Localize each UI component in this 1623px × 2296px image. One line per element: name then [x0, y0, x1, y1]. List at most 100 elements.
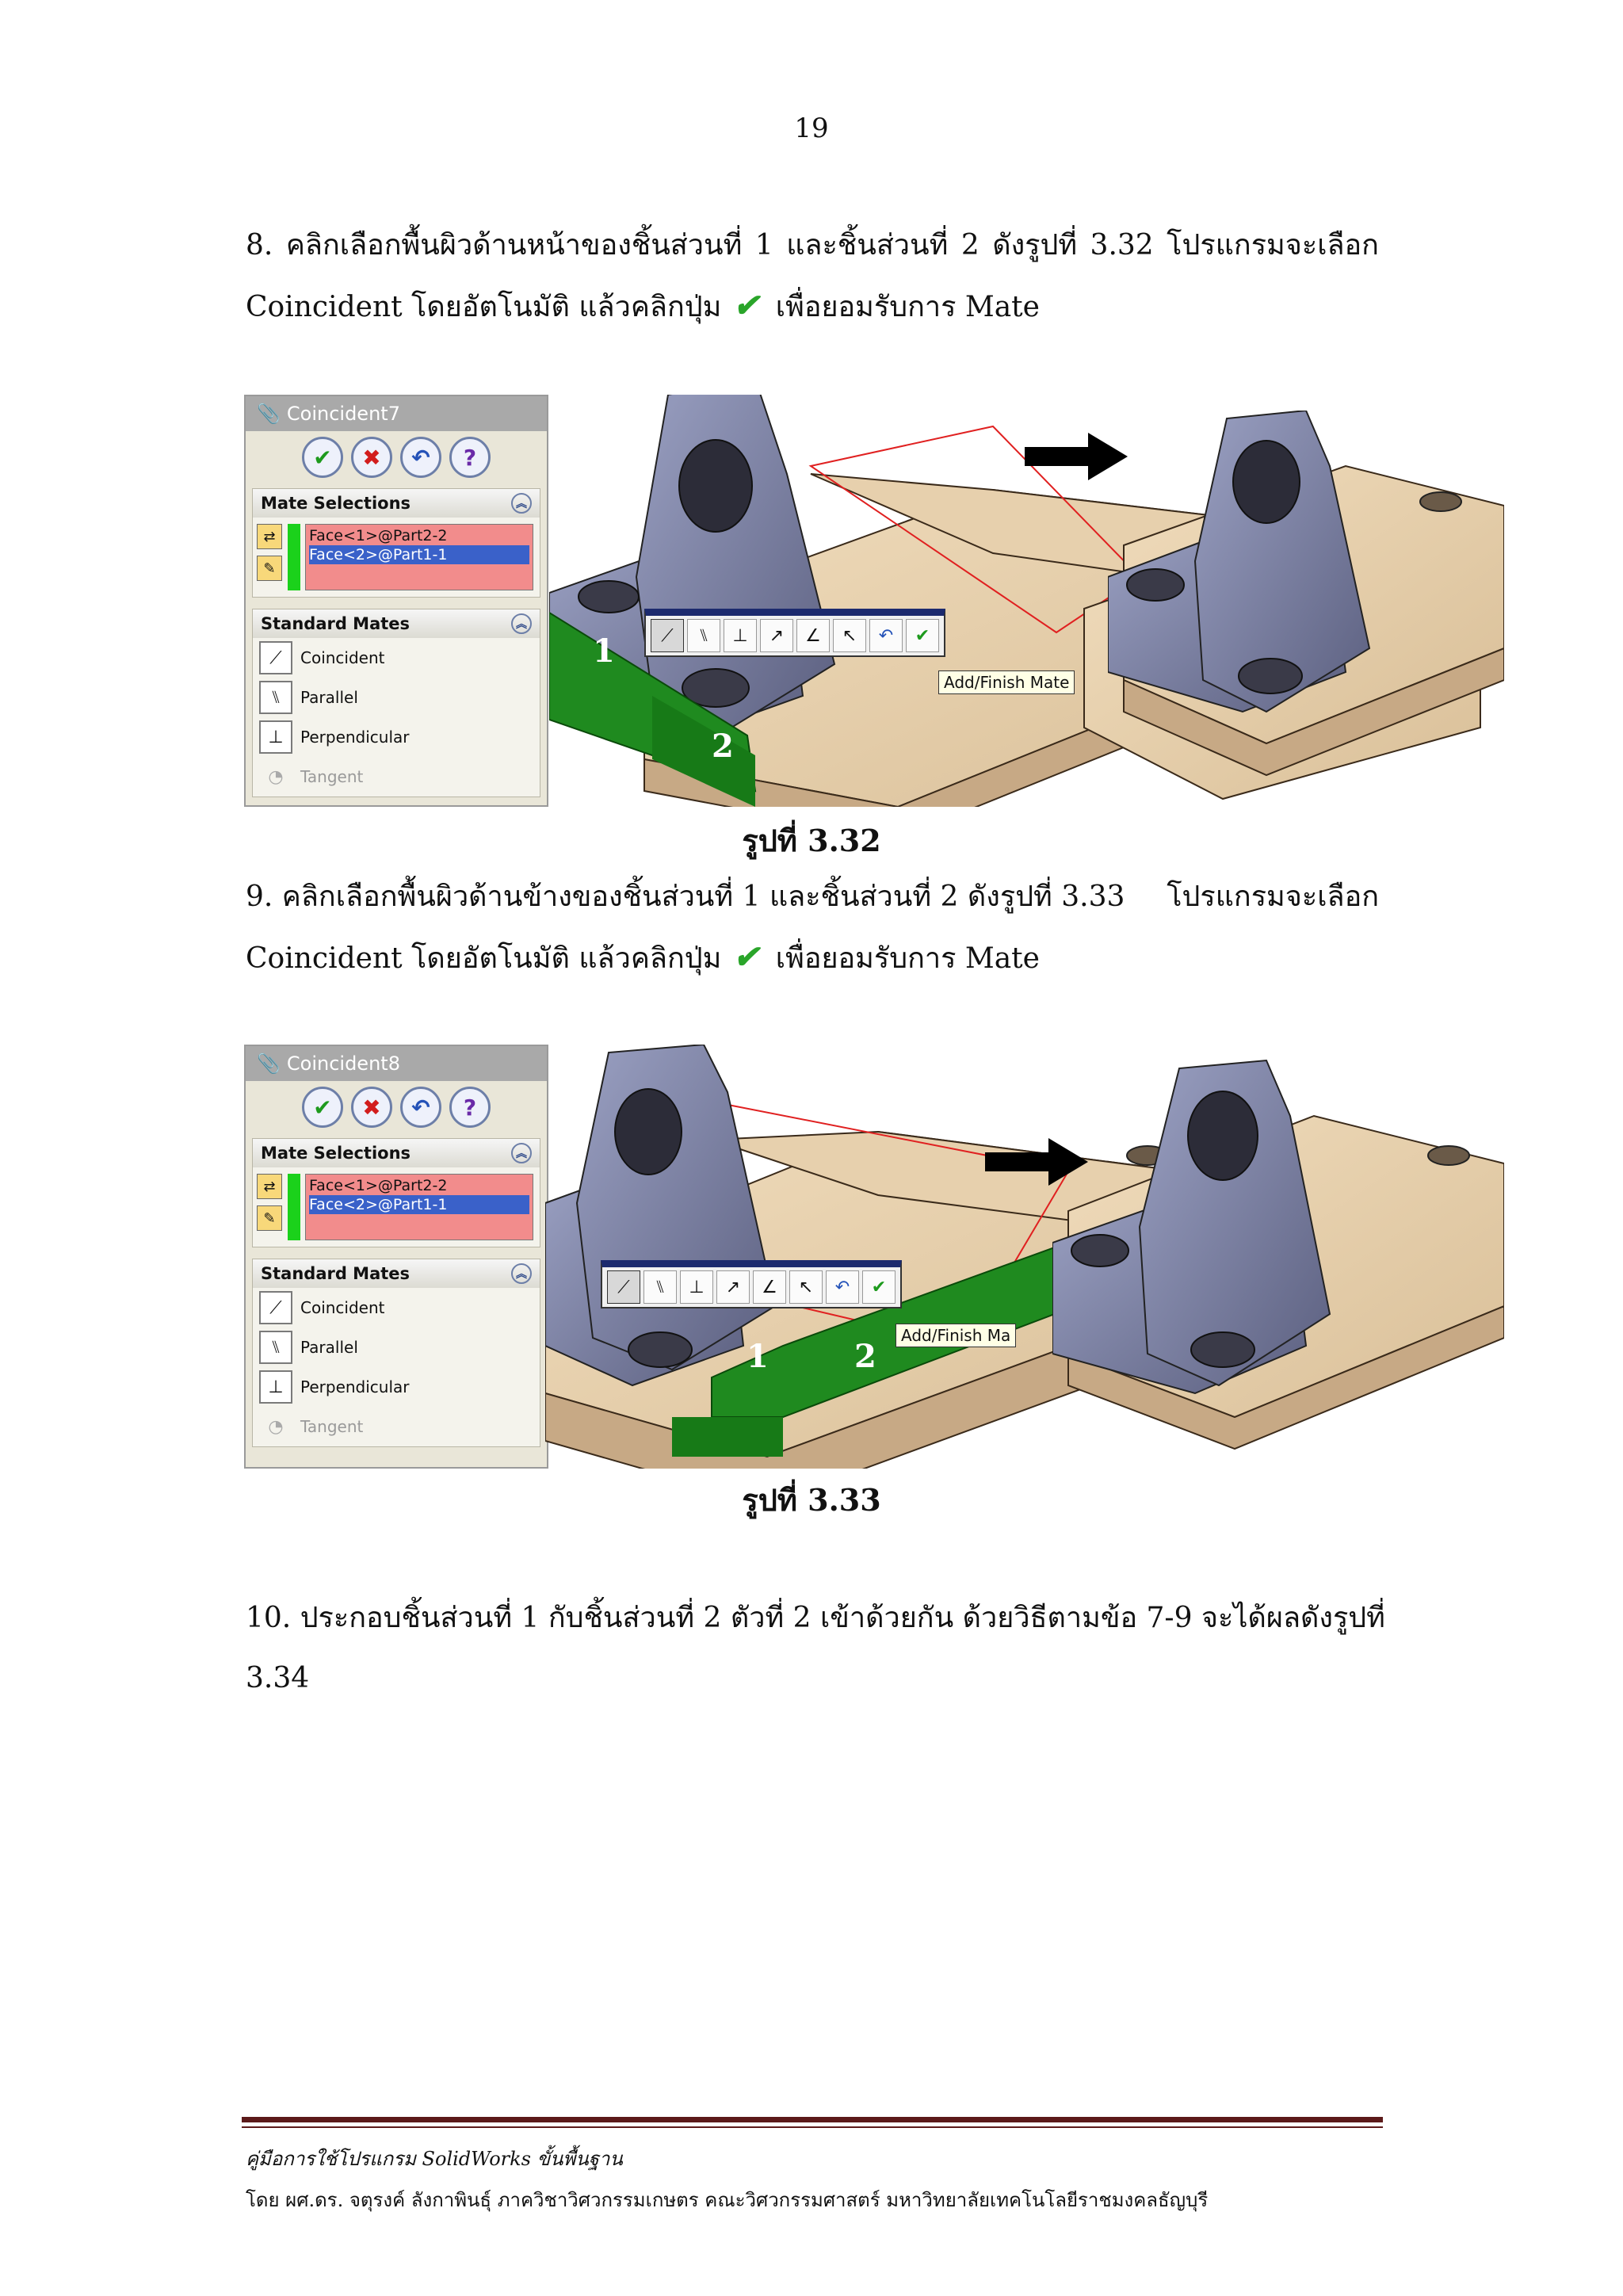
- undo-tool-icon[interactable]: ↶: [869, 619, 903, 652]
- panel-title: Coincident8: [286, 1052, 400, 1075]
- collapse-icon[interactable]: ︽: [511, 493, 532, 514]
- step-9-line-1: 9. คลิกเลือกพื้นผิวด้านข้างของชิ้นส่วนที…: [246, 881, 1379, 913]
- mate-selections-label: Mate Selections: [261, 494, 411, 513]
- perpendicular-icon: ⊥: [259, 1370, 292, 1404]
- property-manager-panel: 📎 Coincident8 ✔ ✖ ↶ ? Mate Selections ︽ …: [244, 1045, 548, 1469]
- cad-view-result: [1052, 1059, 1504, 1450]
- collapse-icon[interactable]: ︽: [511, 1143, 532, 1163]
- lock-tool-icon[interactable]: ↖: [789, 1270, 823, 1304]
- footer-rule: [242, 2117, 1383, 2122]
- panel-title-bar: 📎 Coincident7: [246, 396, 547, 431]
- perpendicular-tool-icon[interactable]: ⊥: [680, 1270, 713, 1304]
- undo-icon[interactable]: ↶: [400, 1087, 441, 1128]
- mate-selections-label: Mate Selections: [261, 1144, 411, 1163]
- help-icon[interactable]: ?: [449, 1087, 491, 1128]
- pin-icon[interactable]: ✎: [257, 556, 282, 581]
- pin-icon[interactable]: ✎: [257, 1205, 282, 1231]
- collapse-icon[interactable]: ︽: [511, 1263, 532, 1284]
- panel-buttons: ✔ ✖ ↶ ?: [246, 431, 547, 483]
- selection-list[interactable]: Face<1>@Part2-2 Face<2>@Part1-1: [305, 524, 533, 590]
- step-9-line-2: Coincident โดยอัตโนมัติ แล้วคลิกปุ่ม ✔ เ…: [246, 927, 1379, 989]
- add-finish-mate-icon[interactable]: ✔: [862, 1270, 896, 1304]
- parallel-icon: ⑊: [259, 1331, 292, 1364]
- perpendicular-tool-icon[interactable]: ⊥: [724, 619, 757, 652]
- standard-mates-label: Standard Mates: [261, 1264, 411, 1283]
- mate-coincident[interactable]: ⟋ Coincident: [253, 1288, 540, 1328]
- mate-parallel[interactable]: ⑊ Parallel: [253, 1328, 540, 1367]
- standard-mates-group: Standard Mates ︽ ⟋ Coincident ⑊ Parallel…: [252, 1259, 540, 1447]
- angle-tool-icon[interactable]: ∠: [753, 1270, 786, 1304]
- checkmark-icon: ✔: [731, 938, 766, 976]
- standard-mates-group: Standard Mates ︽ ⟋ Coincident ⑊ Parallel…: [252, 609, 540, 797]
- selection-item[interactable]: Face<1>@Part2-2: [309, 527, 448, 544]
- undo-icon[interactable]: ↶: [400, 437, 441, 478]
- ok-icon[interactable]: ✔: [302, 437, 343, 478]
- help-icon[interactable]: ?: [449, 437, 491, 478]
- collapse-icon[interactable]: ︽: [511, 613, 532, 634]
- distance-tool-icon[interactable]: ↗: [716, 1270, 750, 1304]
- angle-tool-icon[interactable]: ∠: [796, 619, 830, 652]
- swap-icon[interactable]: ⇄: [257, 524, 282, 549]
- step-10-paragraph: 10. ประกอบชิ้นส่วนที่ 1 กับชิ้นส่วนที่ 2…: [246, 1588, 1385, 1709]
- cancel-icon[interactable]: ✖: [351, 437, 392, 478]
- tangent-icon: ◔: [268, 766, 284, 787]
- figure-caption-3-33: รูปที่ 3.33: [742, 1482, 881, 1518]
- selection-bar: [288, 1174, 300, 1240]
- parallel-tool-icon[interactable]: ⑊: [643, 1270, 677, 1304]
- parallel-icon: ⑊: [259, 681, 292, 714]
- figure-3-33: 📎 Coincident8 ✔ ✖ ↶ ? Mate Selections ︽ …: [244, 1045, 1504, 1469]
- figure-3-32: 📎 Coincident7 ✔ ✖ ↶ ? Mate Selections ︽ …: [244, 395, 1504, 807]
- step-10-line-1: 10. ประกอบชิ้นส่วนที่ 1 กับชิ้นส่วนที่ 2…: [246, 1602, 1385, 1634]
- add-finish-mate-icon[interactable]: ✔: [906, 619, 939, 652]
- step-8-line-2: Coincident โดยอัตโนมัติ แล้วคลิกปุ่ม ✔ เ…: [246, 276, 1379, 338]
- panel-title: Coincident7: [286, 403, 400, 425]
- selection-list[interactable]: Face<1>@Part2-2 Face<2>@Part1-1: [305, 1174, 533, 1240]
- footer-author: โดย ผศ.ดร. จตุรงค์ ลังกาพินธุ์ ภาควิชาวิ…: [246, 2189, 1209, 2211]
- part-label-2: 2: [854, 1338, 876, 1375]
- part-label-2: 2: [712, 728, 734, 765]
- mate-parallel[interactable]: ⑊ Parallel: [253, 678, 540, 717]
- mate-selections-group: Mate Selections ︽ ⇄ ✎ Face<1>@Part2-2 Fa…: [252, 1138, 540, 1247]
- standard-mates-label: Standard Mates: [261, 614, 411, 633]
- mate-tangent: ◔ Tangent: [253, 1407, 540, 1446]
- step-10-line-2: 3.34: [246, 1662, 310, 1694]
- mate-coincident[interactable]: ⟋ Coincident: [253, 638, 540, 678]
- selection-item[interactable]: Face<2>@Part1-1: [309, 545, 529, 564]
- selection-item[interactable]: Face<2>@Part1-1: [309, 1195, 529, 1214]
- lock-tool-icon[interactable]: ↖: [833, 619, 866, 652]
- paperclip-icon: 📎: [257, 403, 281, 425]
- page-number: 19: [794, 113, 829, 144]
- panel-buttons: ✔ ✖ ↶ ?: [246, 1081, 547, 1133]
- paperclip-icon: 📎: [257, 1052, 281, 1075]
- mate-toolbar: ⟋ ⑊ ⊥ ↗ ∠ ↖ ↶ ✔: [601, 1260, 902, 1308]
- panel-title-bar: 📎 Coincident8: [246, 1046, 547, 1081]
- coincident-icon: ⟋: [259, 641, 292, 674]
- ok-icon[interactable]: ✔: [302, 1087, 343, 1128]
- mate-selections-group: Mate Selections ︽ ⇄ ✎ Face<1>@Part2-2 Fa…: [252, 488, 540, 598]
- part-label-1: 1: [747, 1338, 769, 1375]
- coincident-tool-icon[interactable]: ⟋: [651, 619, 684, 652]
- arrow-right-icon: [985, 1138, 1088, 1186]
- cancel-icon[interactable]: ✖: [351, 1087, 392, 1128]
- undo-tool-icon[interactable]: ↶: [826, 1270, 859, 1304]
- arrow-right-icon: [1025, 433, 1128, 480]
- selection-bar: [288, 524, 300, 590]
- cad-view-result: [1108, 411, 1504, 777]
- distance-tool-icon[interactable]: ↗: [760, 619, 793, 652]
- mate-tangent: ◔ Tangent: [253, 757, 540, 797]
- step-9-paragraph: 9. คลิกเลือกพื้นผิวด้านข้างของชิ้นส่วนที…: [246, 867, 1379, 989]
- coincident-tool-icon[interactable]: ⟋: [607, 1270, 640, 1304]
- footer-rule-thin: [242, 2126, 1383, 2128]
- mate-toolbar: ⟋ ⑊ ⊥ ↗ ∠ ↖ ↶ ✔: [644, 609, 945, 657]
- selection-item[interactable]: Face<1>@Part2-2: [309, 1177, 448, 1194]
- parallel-tool-icon[interactable]: ⑊: [687, 619, 720, 652]
- mate-perpendicular[interactable]: ⊥ Perpendicular: [253, 1367, 540, 1407]
- swap-icon[interactable]: ⇄: [257, 1174, 282, 1199]
- mate-perpendicular[interactable]: ⊥ Perpendicular: [253, 717, 540, 757]
- property-manager-panel: 📎 Coincident7 ✔ ✖ ↶ ? Mate Selections ︽ …: [244, 395, 548, 807]
- step-8-paragraph: 8. คลิกเลือกพื้นผิวด้านหน้าของชิ้นส่วนที…: [246, 216, 1379, 338]
- part-label-1: 1: [593, 632, 615, 670]
- checkmark-icon: ✔: [731, 287, 766, 324]
- perpendicular-icon: ⊥: [259, 720, 292, 754]
- tooltip: Add/Finish Ma: [896, 1324, 1017, 1347]
